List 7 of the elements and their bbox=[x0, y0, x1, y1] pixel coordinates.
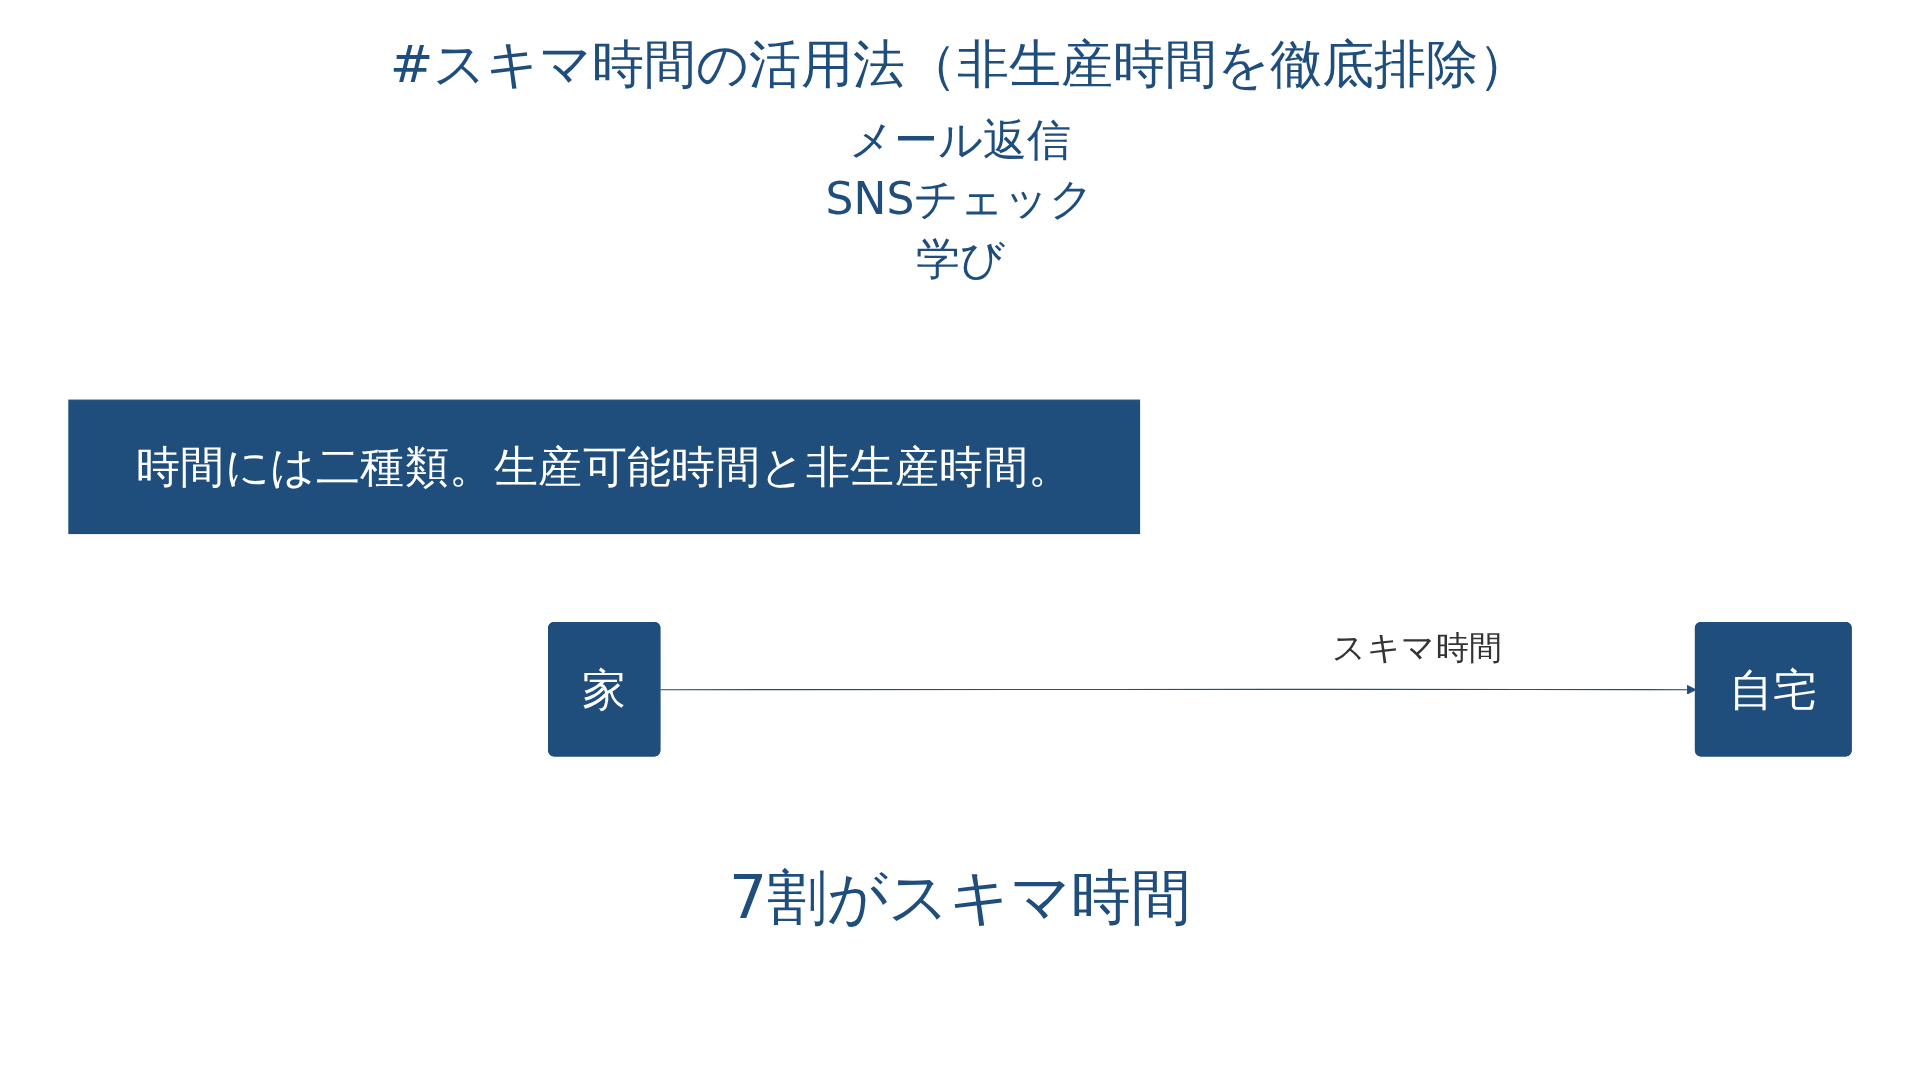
edge-label: スキマ時間 bbox=[1332, 628, 1503, 668]
activity-text: メール返信 bbox=[848, 113, 1072, 167]
note-text: 7割がスキマ時間 bbox=[728, 861, 1192, 935]
activity-text: SNSチェック bbox=[825, 172, 1095, 227]
node-box: 時間には二種類。生産可能時間と非生産時間。 bbox=[68, 399, 1141, 535]
subtitle: #スキマ時間の活用法（非生産時間を徹底排除） bbox=[389, 33, 1531, 96]
activity-text: 学び bbox=[914, 231, 1006, 286]
